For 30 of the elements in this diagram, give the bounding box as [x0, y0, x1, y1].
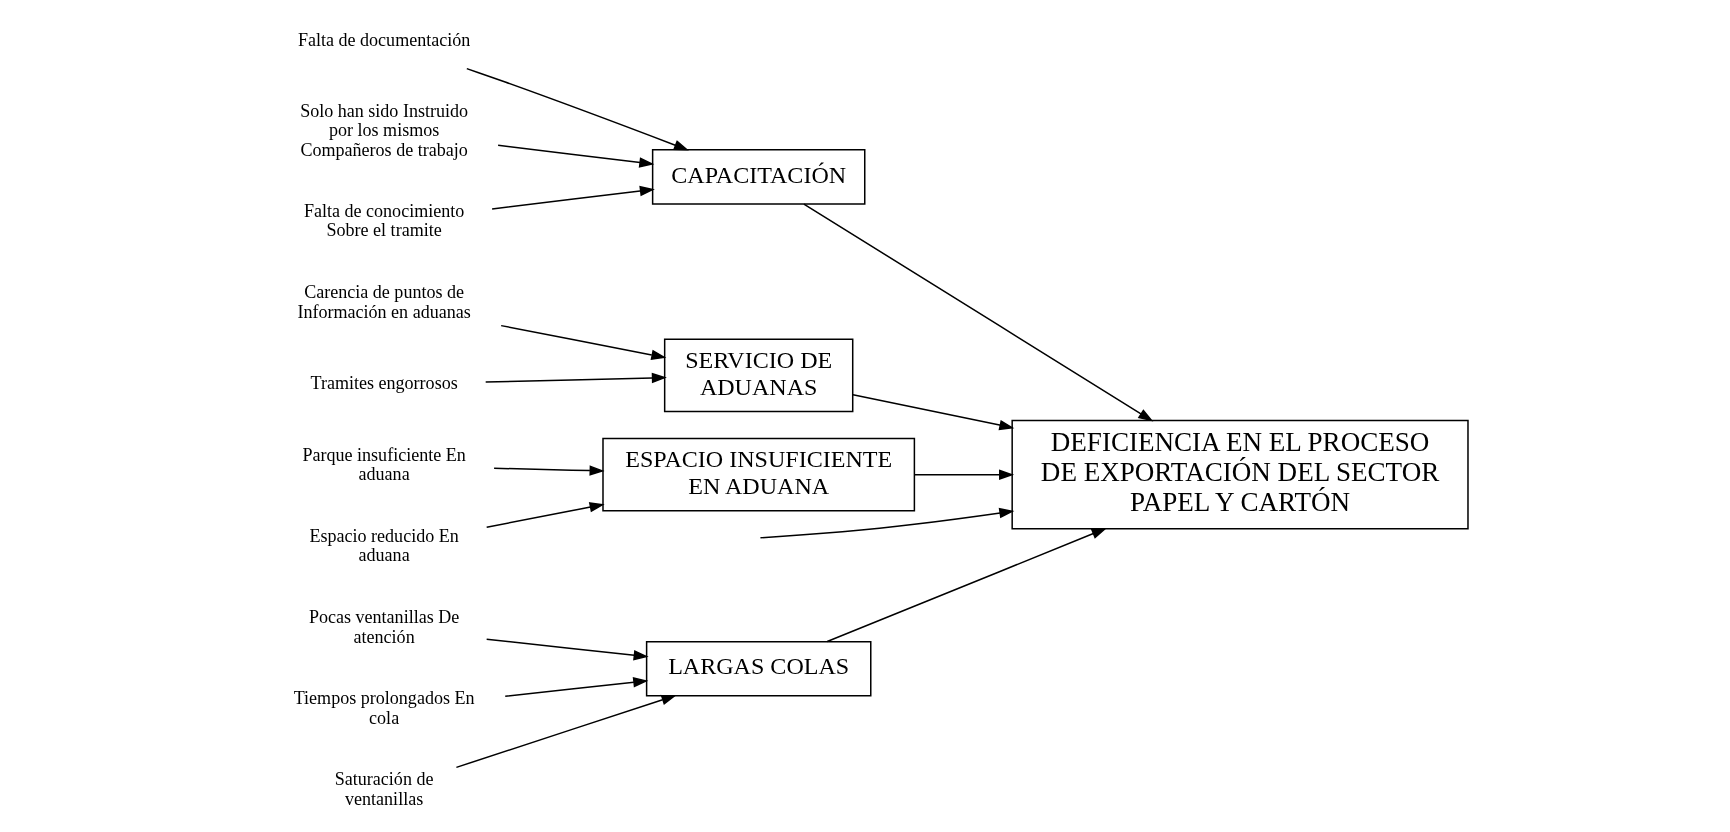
arrow [851, 393, 1014, 431]
node-box: LARGAS COLAS [645, 640, 871, 697]
node-text: Pocas ventanillas De atención [308, 607, 459, 647]
node-text: Espacio reducido En aduana [308, 525, 459, 566]
arrow [485, 502, 605, 528]
node-text: Falta de conocimiento Sobre el tramite [303, 200, 464, 241]
node-text: Carencia de puntos de Información en aduanas [296, 282, 471, 322]
arrow [465, 67, 689, 151]
arrow [504, 677, 648, 697]
arrow [825, 528, 1107, 643]
node-text: Solo han sido Instruido por los mismos Compañeros de trabajo [299, 100, 468, 160]
node-text: Parque insuficiente En aduana [301, 444, 466, 485]
arrow [492, 465, 605, 476]
node-box: DEFICIENCIA EN EL PROCESO DE EXPORTACIÓN DEL SECTOR PAPEL Y CARTÓN [1010, 419, 1469, 530]
arrow [499, 324, 666, 361]
arrow [802, 203, 1153, 422]
arrow [759, 507, 1014, 539]
node-box: ESPACIO INSUFICIENTE EN ADUANA [601, 437, 915, 512]
arrow [490, 185, 655, 210]
arrow [485, 638, 649, 661]
arrow [913, 469, 1014, 480]
arrow [496, 144, 654, 168]
node-text: Tramites engorrosos [310, 373, 458, 394]
node-text: Tiempos prolongados En cola [293, 688, 475, 728]
arrow [484, 372, 667, 384]
node-box: CAPACITACIÓN [651, 149, 865, 205]
node-text: Saturación de ventanillas [334, 769, 433, 810]
node-box: SERVICIO DE ADUANAS [663, 338, 853, 413]
node-text: Falta de documentación [297, 30, 470, 51]
arrow [455, 694, 676, 769]
